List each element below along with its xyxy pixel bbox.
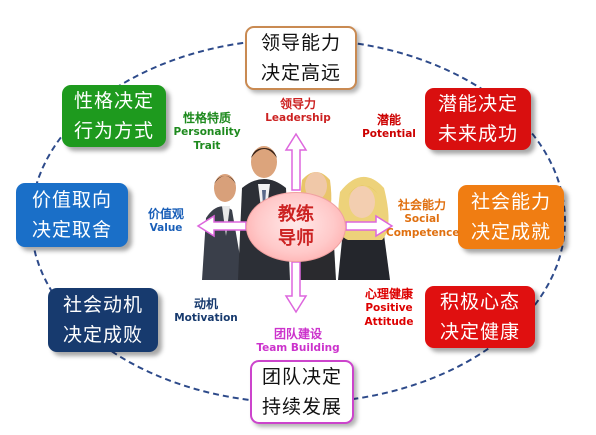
box-lower-left-line-1: 社会动机 [62, 294, 143, 316]
label-potential: 潜能 Potential [362, 113, 416, 140]
box-potential-determines-success: 潜能决定 未来成功 [425, 88, 531, 150]
box-lower-right-line-1: 积极心态 [439, 291, 520, 313]
box-upper-right-line-1: 潜能决定 [437, 93, 518, 115]
box-attitude-determines-health: 积极心态 决定健康 [425, 286, 535, 348]
box-middle-left-line-1: 价值取向 [31, 189, 112, 211]
center-line-1: 教练 [278, 204, 314, 225]
arrow-shapes [196, 132, 394, 314]
arrow-down [284, 261, 308, 314]
box-lower-right-line-2: 决定健康 [439, 321, 520, 343]
box-values-determine-choices: 价值取向 决定取舍 [16, 183, 128, 247]
box-middle-right-line-1: 社会能力 [470, 191, 551, 213]
box-leadership-determines-vision: 领导能力 决定高远 [245, 26, 357, 90]
box-social-ability-determines-achievement: 社会能力 决定成就 [458, 185, 564, 249]
label-value: 价值观 Value [147, 207, 184, 234]
arrow-right [345, 214, 394, 238]
label-positive-attitude: 心理健康 Positive Attitude [364, 287, 414, 328]
box-top-line-1: 领导能力 [260, 32, 341, 54]
arrow-up [284, 132, 308, 191]
box-lower-left-line-2: 决定成败 [62, 324, 143, 346]
box-top-line-2: 决定高远 [260, 62, 341, 84]
box-team-determines-sustainability: 团队决定 持续发展 [250, 360, 354, 424]
box-upper-left-line-2: 行为方式 [73, 120, 154, 142]
box-motivation-determines-outcome: 社会动机 决定成败 [48, 288, 158, 352]
box-bottom-line-1: 团队决定 [261, 366, 342, 388]
arrow-left [196, 214, 247, 238]
center-line-2: 导师 [278, 228, 314, 249]
label-motivation: 动机 Motivation [174, 297, 238, 324]
label-personality-trait: 性格特质 Personality Trait [173, 111, 241, 152]
box-bottom-line-2: 持续发展 [261, 396, 342, 418]
box-personality-determines-behavior: 性格决定 行为方式 [62, 85, 166, 147]
box-middle-left-line-2: 决定取舍 [31, 219, 112, 241]
label-social-competence: 社会能力 Social Competence [386, 198, 460, 239]
label-team-building: 团队建设 Team Building [256, 327, 340, 354]
label-leadership: 领导力 Leadership [265, 97, 331, 124]
center-coach-mentor-ellipse: 教练 导师 [246, 192, 346, 262]
box-upper-right-line-2: 未来成功 [437, 123, 518, 145]
box-upper-left-line-1: 性格决定 [73, 90, 154, 112]
box-middle-right-line-2: 决定成就 [470, 221, 551, 243]
